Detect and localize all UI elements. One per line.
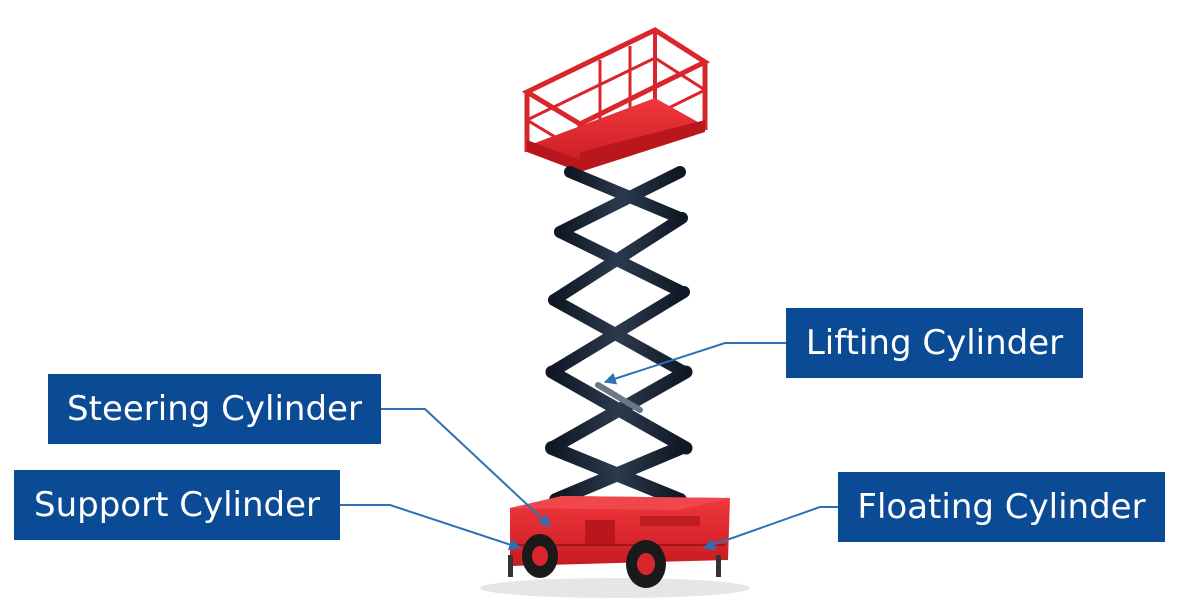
support-cylinder-label: Support Cylinder (14, 470, 340, 540)
floating-cylinder-label: Floating Cylinder (838, 472, 1165, 542)
ground-shadow (480, 578, 750, 598)
steering-cylinder-label: Steering Cylinder (48, 374, 381, 444)
leader-line-floating (702, 506, 838, 551)
lifting-cylinder-label: Lifting Cylinder (786, 308, 1083, 378)
leader-lines (340, 342, 838, 551)
outriggers (508, 555, 721, 577)
work-platform (521, 27, 711, 172)
wheels (522, 534, 666, 588)
leader-line-support (340, 504, 522, 551)
leader-line-steering (381, 408, 551, 527)
leader-line-lifting (603, 342, 786, 385)
scissor-mechanism (545, 166, 693, 507)
